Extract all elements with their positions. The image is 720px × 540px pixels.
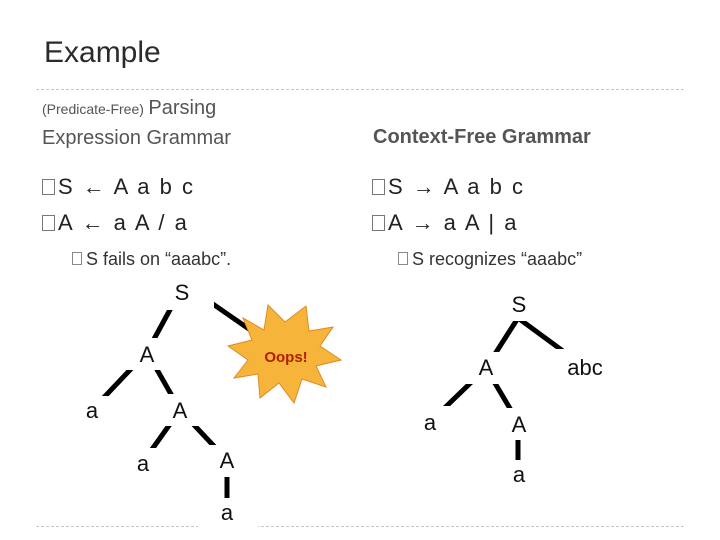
- cfg-tree-edges: [427, 315, 585, 478]
- node-bg: [548, 349, 624, 383]
- node-bg: [488, 408, 550, 440]
- node-bg: [488, 287, 550, 321]
- peg-leaf-a2: a: [137, 451, 150, 476]
- cfg-leaf-a2: a: [513, 462, 526, 487]
- node-bg: [400, 406, 460, 438]
- cfg-node-a1: A: [479, 355, 494, 380]
- sub-bullet-icon: [398, 252, 408, 265]
- cfg-note-text: S recognizes “aaabc”: [412, 249, 583, 269]
- cfg-note: S recognizes “aaabc”: [398, 249, 582, 270]
- node-bg: [64, 396, 120, 428]
- peg-heading-line2: Expression Grammar: [42, 127, 231, 149]
- oops-burst: [226, 303, 343, 405]
- cfg-rule-a: A → a A | a: [372, 210, 518, 236]
- bullet-icon: [372, 179, 385, 195]
- peg-rule-s: S ← A a b c: [42, 174, 195, 200]
- cfg-tree-nodes: S A abc a A a: [400, 287, 624, 490]
- peg-node-a2: A: [173, 398, 188, 423]
- node-bg: [114, 448, 174, 480]
- peg-node-a3: A: [220, 448, 235, 473]
- node-bg: [118, 338, 176, 370]
- peg-rule-s-text: S ← A a b c: [58, 174, 195, 199]
- peg-rule-a-text: A ← a A / a: [58, 210, 189, 235]
- oops-label: Oops!: [264, 349, 307, 366]
- bullet-icon: [42, 179, 55, 195]
- node-bg: [150, 275, 214, 310]
- bullet-icon: [42, 215, 55, 231]
- node-bg: [150, 394, 210, 426]
- cfg-node-s: S: [512, 292, 527, 317]
- cfg-rule-a-text: A → a A | a: [388, 210, 519, 235]
- node-bg: [488, 460, 550, 490]
- bottom-divider: [36, 526, 684, 527]
- peg-node-a1: A: [140, 342, 155, 367]
- cfg-leaf-abc: abc: [567, 355, 602, 380]
- cfg-leaf-a1: a: [424, 410, 437, 435]
- bullet-icon: [372, 215, 385, 231]
- node-bg: [455, 352, 517, 384]
- cfg-node-a2: A: [512, 412, 527, 437]
- peg-node-s: S: [175, 280, 190, 305]
- peg-note-text: S fails on “aaabc”.: [86, 249, 232, 269]
- peg-leaf-a3: a: [221, 500, 234, 525]
- peg-note: S fails on “aaabc”.: [72, 249, 231, 270]
- cfg-heading: Context-Free Grammar: [373, 126, 591, 148]
- peg-heading-rest: Parsing: [148, 97, 217, 119]
- node-bg: [198, 445, 258, 477]
- node-bg: [198, 498, 258, 528]
- peg-leaf-a1: a: [86, 398, 99, 423]
- cfg-rule-s: S → A a b c: [372, 174, 525, 200]
- slide-title: Example: [44, 36, 161, 69]
- top-divider: [36, 89, 684, 90]
- peg-heading: (Predicate-Free) Parsing Expression Gram…: [42, 94, 231, 154]
- peg-rule-a: A ← a A / a: [42, 210, 189, 236]
- cfg-rule-s-text: S → A a b c: [388, 174, 525, 199]
- sub-bullet-icon: [72, 252, 82, 265]
- peg-heading-small: (Predicate-Free): [42, 101, 144, 117]
- peg-tree-nodes: S A a A a A a: [64, 275, 258, 528]
